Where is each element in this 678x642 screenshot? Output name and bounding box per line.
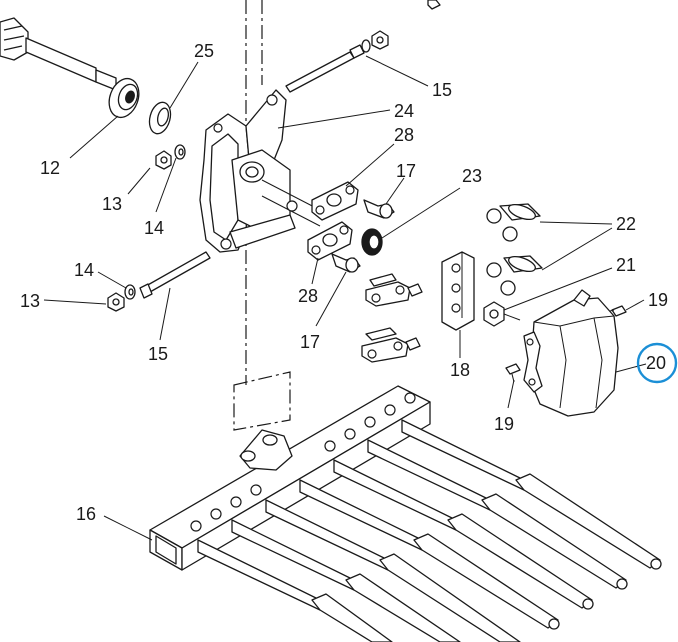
tine-6 [231,519,461,642]
reference-lines [233,0,291,431]
tine-5 [265,499,521,642]
callout-28-upper: 28 [394,125,414,145]
chain-pins-upper [365,273,423,307]
callout-25: 25 [194,41,214,61]
plate-28-lower [307,221,353,261]
washer-25 [148,101,172,135]
callout-24: 24 [394,101,414,121]
nut-13-lower [107,292,125,312]
callout-18: 18 [450,360,470,380]
frame-16 [149,385,431,571]
bolt-15-bottom [124,251,211,300]
leader-lines [43,55,647,541]
chain-pins-lower [361,327,421,363]
callout-15-top: 15 [432,80,452,100]
bolt-15-top [285,30,389,93]
callout-13-upper: 13 [102,194,122,214]
callout-22: 22 [616,214,636,234]
callout-14-upper: 14 [144,218,164,238]
callout-23: 23 [462,166,482,186]
tines [197,419,662,642]
bolt-17-lower [331,253,361,273]
bearing-23 [361,228,383,256]
bolt-17-upper [363,199,395,219]
callout-21: 21 [616,255,636,275]
callout-12: 12 [40,158,60,178]
screw-19-lower [505,363,521,383]
callout-28-lower: 28 [298,286,318,306]
callout-13-lower: 13 [20,291,40,311]
callout-19-upper: 19 [648,290,668,310]
callout-14-lower: 14 [74,260,94,280]
nut-13-upper [155,144,186,170]
highlight-ring [636,342,678,384]
cover-20 [523,289,619,417]
callout-17-lower: 17 [300,332,320,352]
callout-15-bottom: 15 [148,344,168,364]
plate-28-upper [311,181,359,221]
callout-labels: 25 15 24 28 17 23 22 21 19 20 19 18 17 2… [20,41,668,524]
callout-20: 20 [646,353,666,373]
bracket-24 [199,89,321,253]
callout-17-upper: 17 [396,161,416,181]
tine-4 [299,479,560,630]
connector-block-18 [441,251,475,331]
tine-3 [333,459,594,610]
axle-shaft [0,17,117,91]
callout-16: 16 [76,504,96,524]
tine-7 [197,539,393,642]
chain-link-22-lower [486,255,543,296]
chain-link-22-upper [486,203,541,242]
nut-top-right [427,0,441,10]
tine-2 [367,439,628,590]
callout-19-lower: 19 [494,414,514,434]
tine-1 [401,419,662,570]
nut-21 [483,301,521,327]
